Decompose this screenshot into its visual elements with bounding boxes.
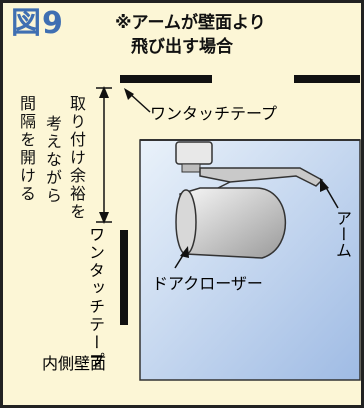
clearance-arrow [96,86,112,224]
door-closer-body [179,187,286,259]
clearance-note-col-1: 取り付け余裕を [67,95,86,221]
tape-top-right [294,75,360,83]
figure-number: 図9 [11,6,64,41]
tape-top-label: ワンタッチテープ [150,106,278,123]
tape-side-label: ワンタッチテープ [86,226,103,370]
inner-wall-label: 内側壁面 [42,356,107,373]
title-line-2: 飛び出す場合 [131,37,233,57]
closer-bracket [175,141,213,165]
clearance-note-col-2: 考えながら [43,115,62,205]
tape-side [120,230,128,325]
closer-arm [199,167,324,187]
clearance-note-col-3: 間隔を開ける [17,95,36,203]
title-line-1: ※アームが壁面より [115,13,266,33]
door-closer-label: ドアクローザー [152,276,263,293]
tape-top-left [120,75,212,83]
arm-label: アーム [333,210,350,258]
diagram-title: ※アームが壁面より 飛び出す場合 [115,11,364,59]
